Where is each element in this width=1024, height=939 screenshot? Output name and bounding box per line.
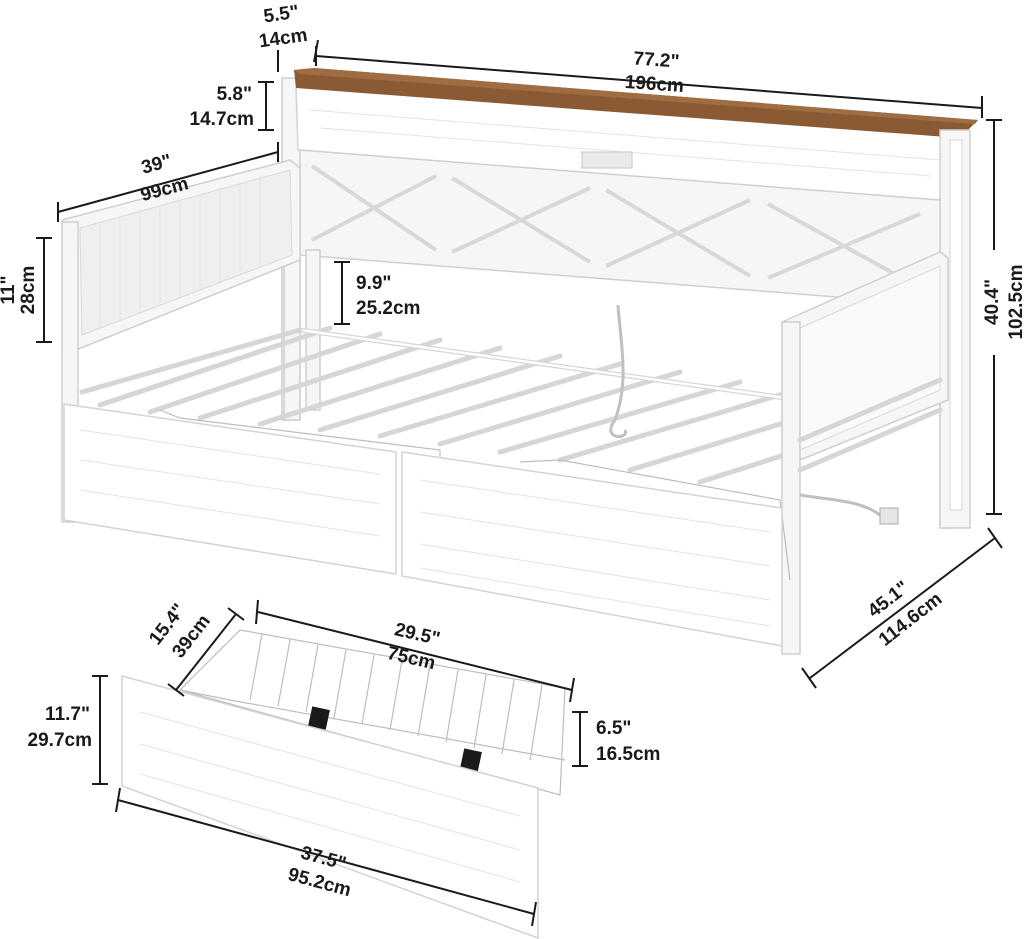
basket-clip-left	[308, 706, 330, 730]
drawer-height-cm: 29.7cm	[28, 730, 92, 751]
basket-clip-right	[460, 748, 482, 772]
shelf-height-cm: 14.7cm	[190, 109, 254, 130]
total-length-cm: 196cm	[624, 72, 684, 97]
total-height-in: 40.4"	[982, 279, 1003, 325]
front-drawers	[63, 403, 783, 647]
dimension-labels: 5.5" 14cm 77.2" 196cm 5.8" 14.7cm 39" 99…	[0, 2, 1024, 901]
right-arm	[781, 251, 949, 655]
under-clearance-cm: 25.2cm	[356, 298, 420, 319]
daybed-illustration	[61, 68, 978, 655]
shelf-depth-cm: 14cm	[258, 25, 309, 53]
plug-icon	[879, 507, 899, 525]
arm-length-in: 39"	[139, 151, 174, 179]
shelf-height-in: 5.8"	[217, 84, 252, 105]
arm-height-cm: 28cm	[18, 266, 39, 315]
drawer-height-in: 11.7"	[45, 704, 90, 725]
shelf-depth-in: 5.5"	[262, 2, 300, 28]
dimension-lines	[36, 39, 1003, 927]
total-height-cm: 102.5cm	[1006, 264, 1024, 339]
bed-slats	[79, 325, 803, 485]
drawer-illustration	[121, 629, 566, 939]
total-length-in: 77.2"	[633, 48, 680, 72]
arm-height-in: 11"	[0, 275, 19, 304]
under-clearance-in: 9.9"	[356, 273, 391, 294]
drawer-front-panel	[121, 675, 539, 939]
basket-height-in: 6.5"	[596, 718, 631, 739]
power-cord	[609, 304, 881, 517]
basket-height-cm: 16.5cm	[596, 744, 660, 765]
